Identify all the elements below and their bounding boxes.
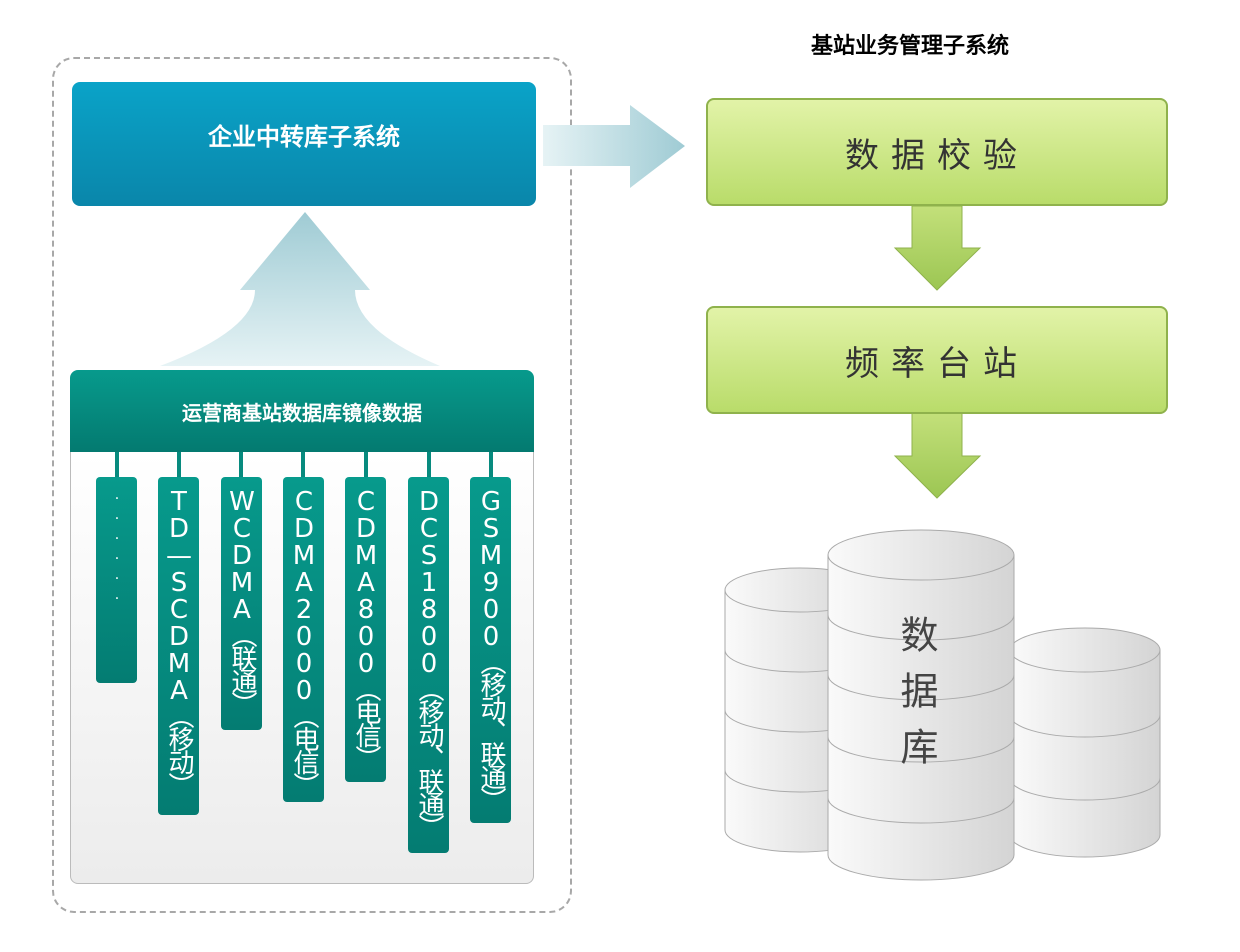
database-label: 数据库 bbox=[894, 615, 938, 783]
network-item-cdma800: CDMA800（电信） bbox=[345, 477, 386, 782]
down-arrow-icon bbox=[893, 205, 982, 291]
network-item-dcs1800: DCS1800（移动、联通） bbox=[408, 477, 449, 853]
left-group-border bbox=[52, 57, 572, 913]
network-item-cdma2000: CDMA2000（电信） bbox=[283, 477, 324, 802]
step-data-validation: 数据校验 bbox=[706, 98, 1168, 206]
network-item-more: ...... bbox=[96, 477, 137, 683]
connector bbox=[115, 452, 119, 478]
down-arrow-icon bbox=[893, 412, 982, 499]
connector bbox=[301, 452, 305, 478]
step-frequency-station: 频率台站 bbox=[706, 306, 1168, 414]
relay-subsystem-box: 企业中转库子系统 bbox=[72, 82, 536, 206]
connector bbox=[177, 452, 181, 478]
connector bbox=[364, 452, 368, 478]
up-arrow-icon bbox=[160, 212, 440, 366]
right-arrow-icon bbox=[543, 105, 685, 188]
right-group-title: 基站业务管理子系统 bbox=[810, 33, 1009, 59]
network-item-gsm900: GSM900（移动、联通） bbox=[470, 477, 511, 823]
mirror-data-header: 运营商基站数据库镜像数据 bbox=[70, 370, 534, 452]
connector bbox=[427, 452, 431, 478]
connector bbox=[489, 452, 493, 478]
network-item-td-scdma: TD—SCDMA（移动） bbox=[158, 477, 199, 815]
network-item-wcdma: WCDMA（联通） bbox=[221, 477, 262, 730]
database-icon bbox=[724, 529, 1161, 881]
connector bbox=[239, 452, 243, 478]
